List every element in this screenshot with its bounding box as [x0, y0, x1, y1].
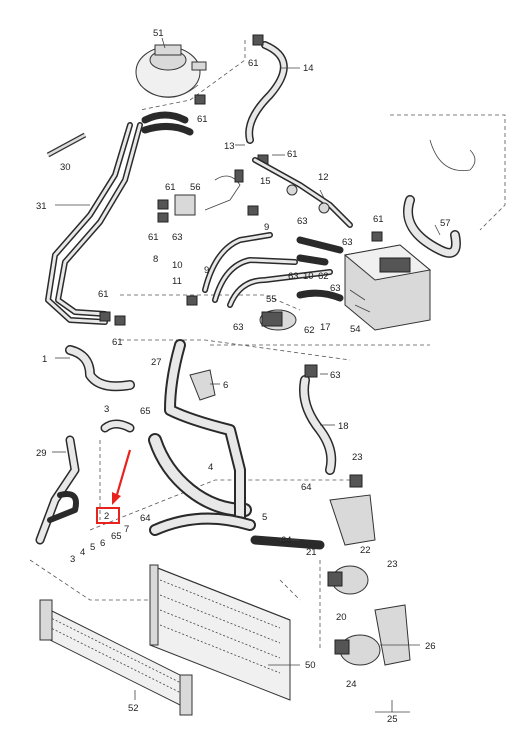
- label-8: 8: [153, 254, 158, 265]
- red-arrowhead: [112, 492, 121, 505]
- label-4: 4: [80, 547, 85, 558]
- hose-57: [403, 139, 476, 258]
- label-25: 25: [387, 714, 398, 725]
- label-26: 26: [425, 641, 436, 652]
- label-18: 18: [338, 421, 349, 432]
- label-24: 24: [346, 679, 357, 690]
- label-17: 17: [320, 322, 331, 333]
- label-6: 6: [223, 380, 228, 391]
- label-9: 9: [204, 265, 209, 276]
- label-56: 56: [190, 182, 201, 193]
- label-61: 61: [112, 337, 123, 348]
- charge-air-cooler-icon: [39, 599, 193, 716]
- label-64: 64: [281, 535, 292, 546]
- radiator-icon: [149, 564, 291, 701]
- label-61: 61: [287, 149, 298, 160]
- label-20: 20: [336, 612, 347, 623]
- label-10: 10: [303, 271, 314, 282]
- label-21: 21: [306, 547, 317, 558]
- label-4: 4: [208, 462, 213, 473]
- bracket-22: [329, 474, 376, 546]
- label-64: 64: [301, 482, 312, 493]
- label-61: 61: [248, 58, 259, 69]
- label-61: 61: [373, 214, 384, 225]
- label-65: 65: [111, 531, 122, 542]
- bracket-6: [189, 369, 216, 401]
- expansion-tank-icon: [135, 44, 207, 98]
- label-2: 2: [104, 511, 109, 522]
- label-14: 14: [303, 63, 314, 74]
- part-labels: 51 61 14 61 13 61 30 61 56 15 12 57 31 6…: [36, 28, 451, 725]
- pump-24: [334, 634, 381, 666]
- bracket-26: [374, 604, 411, 666]
- hose-big: [148, 339, 325, 550]
- sensor-56: [174, 169, 244, 216]
- label-51: 51: [153, 28, 164, 39]
- hose-1: [65, 345, 135, 392]
- label-52: 52: [128, 703, 139, 714]
- label-31: 31: [36, 201, 47, 212]
- highlight-box: [96, 507, 120, 524]
- label-22: 22: [360, 545, 371, 556]
- label-30: 30: [60, 162, 71, 173]
- label-15: 15: [260, 176, 271, 187]
- label-63: 63: [330, 283, 341, 294]
- label-57: 57: [440, 218, 451, 229]
- highlight-part-2: [96, 449, 132, 524]
- label-62: 62: [304, 325, 315, 336]
- hose-29: [35, 435, 80, 545]
- hose-18: [299, 364, 337, 475]
- leader-lines: [52, 37, 441, 713]
- label-54: 54: [350, 324, 361, 335]
- label-63: 63: [297, 216, 308, 227]
- label-6: 6: [100, 538, 105, 549]
- label-12: 12: [318, 172, 329, 183]
- label-3: 3: [104, 404, 109, 415]
- label-61: 61: [98, 289, 109, 300]
- label-61: 61: [148, 232, 159, 243]
- label-63: 63: [288, 271, 299, 282]
- long-pipe-31: [45, 111, 194, 325]
- label-63: 63: [233, 322, 244, 333]
- coolant-pump-icon: [259, 309, 297, 331]
- label-10: 10: [172, 260, 183, 271]
- label-9: 9: [264, 222, 269, 233]
- label-1: 1: [42, 354, 47, 365]
- label-13: 13: [224, 141, 235, 152]
- label-63: 63: [330, 370, 341, 381]
- label-5: 5: [262, 512, 267, 523]
- red-pointer-arrow: [114, 449, 132, 499]
- label-61: 61: [197, 114, 208, 125]
- label-5: 5: [90, 542, 95, 553]
- label-7: 7: [124, 524, 129, 535]
- label-61: 61: [165, 182, 176, 193]
- label-23: 23: [387, 559, 398, 570]
- clips-61: [99, 94, 383, 326]
- hose-3: [100, 419, 135, 433]
- label-62: 62: [318, 271, 329, 282]
- label-55: 55: [266, 294, 277, 305]
- label-63: 63: [342, 237, 353, 248]
- dashed-group-lines: [29, 40, 506, 650]
- control-unit-icon: [343, 244, 432, 331]
- label-29: 29: [36, 448, 47, 459]
- hose-14: [245, 34, 288, 144]
- clip-strip-30: [46, 132, 87, 158]
- label-65: 65: [140, 406, 151, 417]
- label-23: 23: [352, 452, 363, 463]
- label-50: 50: [305, 660, 316, 671]
- label-3: 3: [70, 554, 75, 565]
- label-11: 11: [172, 276, 182, 287]
- label-64: 64: [140, 513, 151, 524]
- pump-20: [327, 565, 369, 595]
- label-63: 63: [172, 232, 183, 243]
- label-27: 27: [151, 357, 162, 368]
- pipe-12: [252, 157, 353, 228]
- hoses-8-11: [202, 232, 344, 308]
